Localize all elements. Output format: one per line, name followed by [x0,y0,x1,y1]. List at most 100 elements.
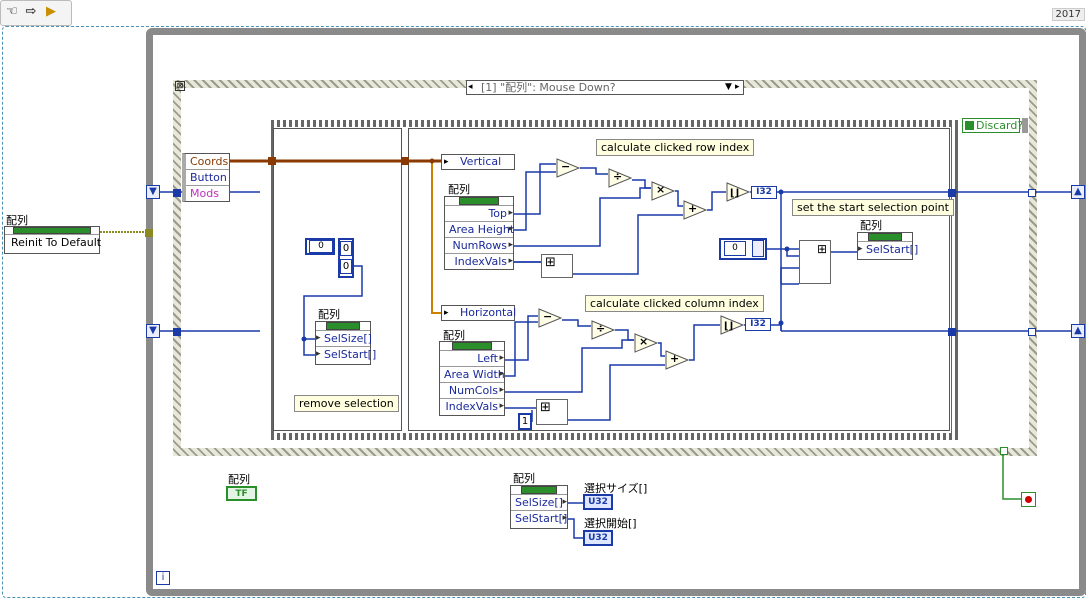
start-property-node[interactable]: SelStart[] [857,232,918,260]
case-tunnel-out-2 [1028,328,1036,336]
event-data-mods[interactable]: Mods [186,185,229,201]
prop-index-vals[interactable]: IndexVals [445,253,513,269]
case-tunnel-out-1 [1028,189,1036,197]
sequence-frame-2 [408,128,950,431]
prop-area-height[interactable]: Area Height [445,221,514,237]
prop-sel-size[interactable]: SelSize[] [316,330,372,346]
prop-sel-start[interactable]: SelStart[] [316,346,376,362]
col-property-node[interactable]: Left Area Width NumCols IndexVals [439,341,505,416]
array-index-zero[interactable]: 0 [309,240,333,253]
comment-row-index: calculate clicked row index [596,139,755,156]
discard-tunnel [1022,118,1028,133]
prop-sel-start[interactable]: SelStart[] [858,241,918,257]
round-down-row[interactable]: ⌊⌋ [726,182,751,202]
shift-register-left-2[interactable]: ▼ [146,324,160,338]
sel-size-label: 選択サイズ[] [584,482,648,495]
selector-dropdown-icon[interactable]: ▼ [725,82,732,92]
row-property-node[interactable]: Top Area Height NumRows IndexVals [444,196,514,270]
bool-terminal-icon [965,121,974,130]
case-selector[interactable]: ◂ [1] "配列": Mouse Down? ▼ ▸ [466,80,744,95]
prop-sel-size[interactable]: SelSize[] [511,494,567,510]
remove-property-node[interactable]: SelSize[] SelStart[] [315,321,376,365]
subtract-col[interactable]: − [538,308,563,328]
divide-row[interactable]: ÷ [608,168,633,188]
case-tunnel-in-2 [173,328,181,336]
discard-tunnel-out [1000,447,1008,455]
selector-next-icon[interactable]: ▸ [735,82,740,92]
case-tunnel-in-1 [173,189,181,197]
comment-remove-selection: remove selection [294,395,399,412]
shift-register-right-1[interactable]: ▲ [1071,185,1085,199]
discard-terminal[interactable]: Discard? [962,118,1023,133]
horizontal-label: Horizontal [460,306,517,319]
remove-node-label: 配列 [318,308,340,321]
index-array-icon: ⊞ [540,400,551,415]
case-selector-text: [1] "配列": Mouse Down? [481,81,616,94]
subtract-row[interactable]: − [556,158,581,178]
col-node-label: 配列 [443,329,465,342]
bool-terminal[interactable]: TF [226,486,257,501]
toolbar: ☜ ⇨ ▶ [0,0,72,26]
event-data-node[interactable]: Coords Button Mods [182,153,230,202]
prop-num-cols[interactable]: NumCols [440,382,504,398]
sel-start-label: 選択開始[] [584,517,637,530]
version-label: 2017 [1051,8,1085,21]
stop-icon [1025,496,1032,503]
prop-left[interactable]: Left [440,350,504,366]
multiply-row[interactable]: × [651,181,676,201]
start-node-label: 配列 [860,219,882,232]
shift-register-right-2[interactable]: ▲ [1071,324,1085,338]
selector-prev-icon[interactable]: ◂ [468,82,473,92]
prop-top[interactable]: Top [445,205,513,221]
comment-start-selection: set the start selection point [792,199,954,216]
shift-register-left-1[interactable]: ▼ [146,185,160,199]
coords-tunnel-2 [401,157,409,165]
unbundle-arrow-icon: ▸ [444,157,449,167]
sequence-frame-1 [273,128,402,431]
array-value-zero-2[interactable]: 0 [340,259,352,274]
round-down-col[interactable]: ⌊⌋ [720,315,745,335]
reinit-tunnel [145,229,153,237]
index-array-icon: ⊞ [545,255,556,270]
reinit-method[interactable]: Reinit To Default [5,234,101,250]
sel-size-indicator[interactable]: U32 [583,494,613,510]
array-start-index[interactable]: 0 [724,241,746,256]
row-node-label: 配列 [448,183,470,196]
stop-terminal[interactable] [1021,492,1036,507]
svg-text:⌊⌋: ⌊⌋ [730,188,739,199]
prop-sel-start[interactable]: SelStart[] [511,510,567,526]
arrow-icon[interactable]: ⇨ [25,4,37,19]
prop-num-rows[interactable]: NumRows [445,237,513,253]
seq-tunnel-out-2 [948,328,956,336]
divide-col[interactable]: ÷ [591,320,616,340]
to-i32-row[interactable]: I32 [751,186,777,199]
prop-index-vals[interactable]: IndexVals [440,398,504,414]
index-constant-one[interactable]: 1 [518,413,532,430]
vertical-label: Vertical [460,155,502,168]
array-start-element[interactable] [752,240,764,257]
seq-tunnel-out-1 [948,189,956,197]
index-array-row[interactable]: ⊞ [541,254,573,278]
array-value-zero-1[interactable]: 0 [340,241,352,256]
add-row[interactable]: + [683,200,708,220]
multiply-col[interactable]: × [634,333,659,353]
hand-icon[interactable]: ☜ [6,4,18,19]
unbundle-horizontal[interactable]: ▸ Horizontal [441,305,517,321]
event-data-button[interactable]: Button [186,169,229,185]
reinit-node[interactable]: Reinit To Default [4,226,101,254]
svg-text:⌊⌋: ⌊⌋ [724,321,733,332]
replace-array-subset[interactable]: ⊞ [799,240,831,284]
run-icon[interactable]: ▶ [46,4,56,19]
to-i32-col[interactable]: I32 [745,318,771,331]
sel-start-indicator[interactable]: U32 [583,530,613,546]
event-data-coords[interactable]: Coords [190,155,229,168]
bottom-property-node[interactable]: SelSize[] SelStart[] [510,485,568,529]
prop-area-width[interactable]: Area Width [440,366,505,382]
iteration-terminal: i [156,571,170,585]
bottom-node-label: 配列 [513,472,535,485]
cluster-label: 配列 [6,214,28,227]
add-col[interactable]: + [665,350,690,370]
unbundle-vertical[interactable]: ▸ Vertical [441,154,515,170]
replace-array-icon: ⊞ [817,242,828,256]
index-array-col[interactable]: ⊞ [536,399,568,425]
